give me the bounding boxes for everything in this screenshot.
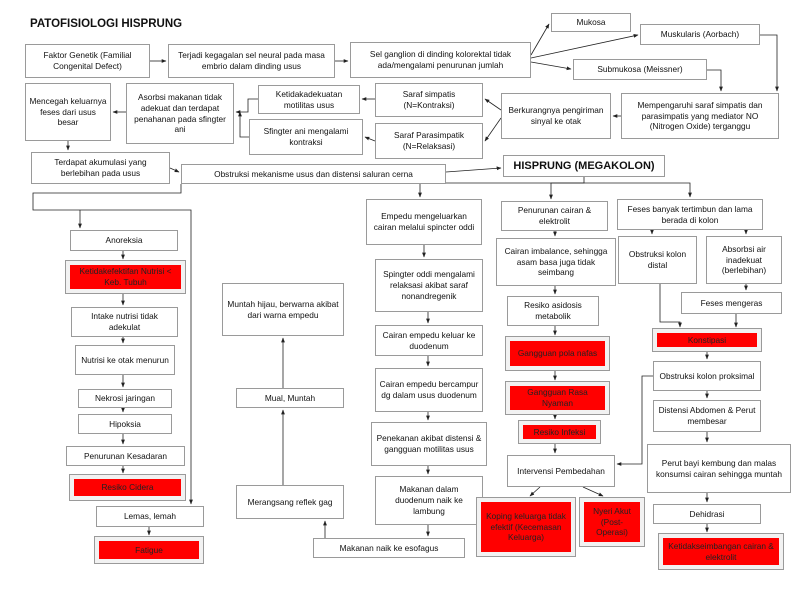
node-faktor-genetik: Faktor Genetik (Familial Congenital Defe… — [25, 44, 150, 78]
node-makanan-esofagus: Makanan naik ke esofagus — [313, 538, 465, 558]
node-saraf-simpatis: Saraf simpatis (N=Kontraksi) — [375, 83, 483, 117]
node-intake-nutrisi: Intake nutrisi tidak adekulat — [71, 307, 178, 337]
flow-arrow — [235, 98, 258, 114]
node-nyeri-akut: Nyeri Akut (Post-Operasi) — [579, 497, 645, 547]
node-cairan-empedu-bercampur: Cairan empedu bercampur dg dalam usus du… — [375, 368, 483, 412]
node-berkurangnya-sinyal: Berkurangnya pengiriman sinyal ke otak — [501, 93, 611, 139]
flow-arrow — [707, 69, 723, 92]
node-resiko-asidosis: Resiko asidosis metabolik — [507, 296, 599, 326]
node-ketidakefektifan-nutrisi: Ketidakefektifan Nutrisi < Keb. Tubuh — [65, 260, 186, 294]
flow-arrow — [584, 182, 692, 198]
node-konstipasi: Konstipasi — [652, 328, 762, 352]
node-nekrosi: Nekrosi jaringan — [78, 389, 172, 408]
flow-arrow — [530, 61, 572, 71]
node-muskularis: Muskularis (Aorbach) — [640, 24, 760, 45]
node-intervensi-pembedahan: Intervensi Pembedahan — [507, 455, 615, 487]
node-hisprung: HISPRUNG (MEGAKOLON) — [503, 155, 665, 177]
node-perut-bayi: Perut bayi kembung dan malas konsumsi ca… — [647, 444, 791, 493]
node-obstruksi-mekanisme: Obstruksi mekanisme usus dan distensi sa… — [181, 164, 446, 184]
flow-arrow — [238, 111, 249, 138]
node-mual-muntah: Mual, Muntah — [236, 388, 344, 408]
node-saraf-parasimpatik: Saraf Parasimpatik (N=Relaksasi) — [375, 123, 483, 159]
node-ketidakseimbangan-cairan: Ketidakseimbangan cairan & elektrolit — [658, 533, 784, 570]
node-penurunan-kesadaran: Penurunan Kesadaran — [66, 446, 185, 466]
flow-arrow — [530, 34, 639, 59]
flow-arrow — [445, 166, 502, 173]
node-koping-keluarga: Koping keluarga tidak efektif (Kecemasan… — [476, 497, 576, 557]
node-mukosa: Mukosa — [551, 13, 631, 32]
node-feses-mengeras: Feses mengeras — [681, 292, 782, 314]
node-fatigue: Fatigue — [94, 536, 204, 564]
flow-arrow — [418, 177, 585, 198]
node-cairan-empedu-keluar: Cairan empedu keluar ke duodenum — [375, 325, 483, 356]
flow-arrow — [659, 284, 682, 328]
node-resiko-infeksi: Resiko Infeksi — [518, 420, 601, 444]
node-obstruksi-proksimal: Obstruksi kolon proksimal — [653, 361, 761, 391]
node-cairan-imbalance: Cairan imbalance, sehingga asam basa jug… — [496, 238, 616, 286]
flow-arrow — [484, 98, 502, 111]
node-absorbsi-air: Absorbsi air inadekuat (berlebihan) — [706, 236, 782, 284]
flow-arrow — [530, 23, 550, 56]
node-submukosa: Submukosa (Meissner) — [573, 59, 707, 80]
node-mempengaruhi-saraf: Mempengaruhi saraf simpatis dan parasimp… — [621, 93, 779, 139]
node-sfingter-kontraksi: Sfingter ani mengalami kontraksi — [249, 119, 363, 155]
node-mencegah-keluarnya: Mencegah keluarnya feses dari usus besar — [25, 83, 111, 141]
node-feses-tertimbun: Feses banyak tertimbun dan lama berada d… — [617, 199, 763, 230]
node-anoreksia: Anoreksia — [70, 230, 178, 251]
node-makanan-duodenum: Makanan dalam duodenum naik ke lambung — [375, 476, 483, 525]
flow-arrow — [616, 375, 653, 466]
node-asorbsi-makanan: Asorbsi makanan tidak adekuat dan terdap… — [126, 83, 234, 144]
node-gangguan-rasa-nyaman: Gangguan Rasa Nyaman — [505, 381, 610, 415]
flow-arrow — [169, 167, 180, 173]
flow-arrow — [529, 486, 541, 497]
node-gangguan-pola-nafas: Gangguan pola nafas — [505, 336, 610, 371]
node-muntah-hijau: Muntah hijau, berwarna akibat dari warna… — [222, 283, 344, 336]
flow-arrow — [549, 182, 584, 200]
node-hipoksia: Hipoksia — [78, 414, 172, 434]
node-obstruksi-kolon-distal: Obstruksi kolon distal — [618, 236, 697, 284]
flow-arrow — [484, 117, 502, 142]
node-kegagalan-sel: Terjadi kegagalan sel neural pada masa e… — [168, 44, 335, 78]
node-penekanan-akibat: Penekanan akibat distensi & gangguan mot… — [371, 422, 487, 466]
node-lemas: Lemas, lemah — [96, 506, 204, 527]
node-merangsang-reflek: Merangsang reflek gag — [236, 485, 344, 519]
flow-arrow — [364, 136, 376, 142]
flow-arrow — [32, 184, 193, 505]
node-distensi-abdomen: Distensi Abdomen & Perut membesar — [653, 400, 761, 432]
flow-arrow — [582, 486, 604, 497]
diagram-title: PATOFISIOLOGI HISPRUNG — [30, 18, 183, 30]
node-spingter-oddi: Spingter oddi mengalami relaksasi akibat… — [375, 259, 483, 312]
node-nutrisi-otak: Nutrisi ke otak menurun — [75, 345, 175, 375]
node-dehidrasi: Dehidrasi — [653, 504, 761, 524]
flow-arrow — [760, 34, 779, 92]
node-akumulasi: Terdapat akumulasi yang berlebihan pada … — [31, 152, 170, 184]
node-sel-ganglion: Sel ganglion di dinding kolorektal tidak… — [350, 42, 531, 78]
node-ketidakadekuatan-motilitas: Ketidakadekuatan motilitas usus — [258, 85, 360, 114]
node-resiko-cidera: Resiko Cidera — [69, 474, 186, 501]
node-empedu-mengeluarkan: Empedu mengeluarkan cairan melalui spinc… — [366, 199, 482, 245]
node-penurunan-cairan: Penurunan cairan & elektrolit — [501, 201, 608, 231]
